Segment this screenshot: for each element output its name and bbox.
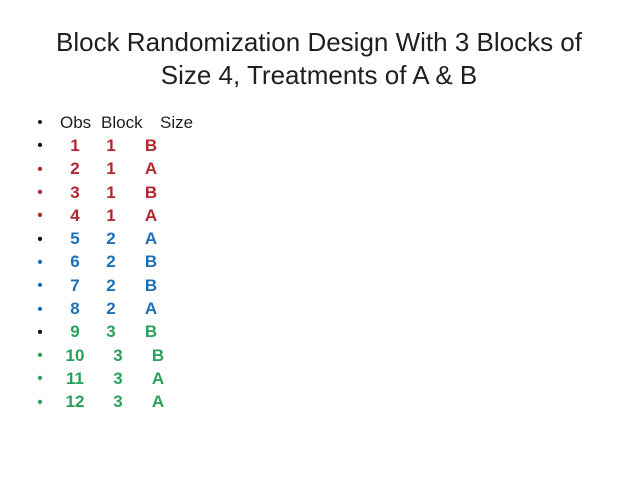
size-value: A [144,299,158,319]
block-value: 3 [113,368,123,388]
bullet-icon: • [37,323,43,341]
table-row: • 5 2 A [0,227,638,250]
block-value: 1 [106,205,116,225]
bullet-icon: • [37,370,43,388]
table-row: • 8 2 A [0,297,638,320]
size-value: B [144,275,158,295]
size-value: A [151,392,165,412]
table-row: • 11 3 A [0,367,638,390]
obs-value: 2 [70,159,80,179]
obs-value: 7 [70,275,80,295]
obs-value: 8 [70,299,80,319]
obs-value: 10 [65,345,85,365]
randomization-table: • Obs Block Size • 1 1 B • 2 1 A • 3 1 B… [0,111,638,414]
obs-value: 4 [70,205,80,225]
slide-title-line-2: Size 4, Treatments of A & B [160,60,478,90]
column-header-size: Size [160,112,194,132]
bullet-icon: • [37,207,43,225]
block-value: 2 [106,252,116,272]
size-value: B [144,182,158,202]
table-row: • 12 3 A [0,391,638,414]
size-value: A [144,229,158,249]
table-row: • 3 1 B [0,181,638,204]
block-value: 3 [113,345,123,365]
obs-value: 3 [70,182,80,202]
bullet-icon: • [37,393,43,411]
block-value: 2 [106,229,116,249]
size-value: B [144,252,158,272]
block-value: 1 [106,135,116,155]
bullet-icon: • [37,184,43,202]
table-row: • 2 1 A [0,158,638,181]
block-value: 3 [113,392,123,412]
bullet-icon: • [37,160,43,178]
bullet-icon: • [37,114,43,132]
slide-title-line-1: Block Randomization Design With 3 Blocks… [55,27,582,57]
block-value: 2 [106,275,116,295]
bullet-icon: • [37,137,43,155]
obs-value: 1 [70,135,80,155]
block-value: 1 [106,159,116,179]
table-row: • 1 1 B [0,134,638,157]
table-row: • 4 1 A [0,204,638,227]
table-header-row: • Obs Block Size [0,111,638,134]
block-value: 2 [106,299,116,319]
table-row: • 6 2 B [0,251,638,274]
slide-title: Block Randomization Design With 3 Blocks… [0,26,638,92]
size-value: B [144,135,158,155]
size-value: B [151,345,165,365]
obs-value: 11 [66,368,84,388]
bullet-icon: • [37,277,43,295]
obs-value: 5 [70,229,80,249]
column-header-obs: Obs [60,112,92,132]
obs-value: 6 [70,252,80,272]
size-value: A [144,205,158,225]
table-row: • 9 3 B [0,321,638,344]
table-row: • 7 2 B [0,274,638,297]
size-value: B [144,322,158,342]
obs-value: 9 [70,322,80,342]
block-value: 1 [106,182,116,202]
size-value: A [144,159,158,179]
bullet-icon: • [37,230,43,248]
column-header-block: Block [101,112,143,132]
bullet-icon: • [37,347,43,365]
block-value: 3 [106,322,116,342]
size-value: A [151,368,165,388]
obs-value: 12 [65,392,85,412]
bullet-icon: • [37,300,43,318]
bullet-icon: • [37,253,43,271]
table-row: • 10 3 B [0,344,638,367]
